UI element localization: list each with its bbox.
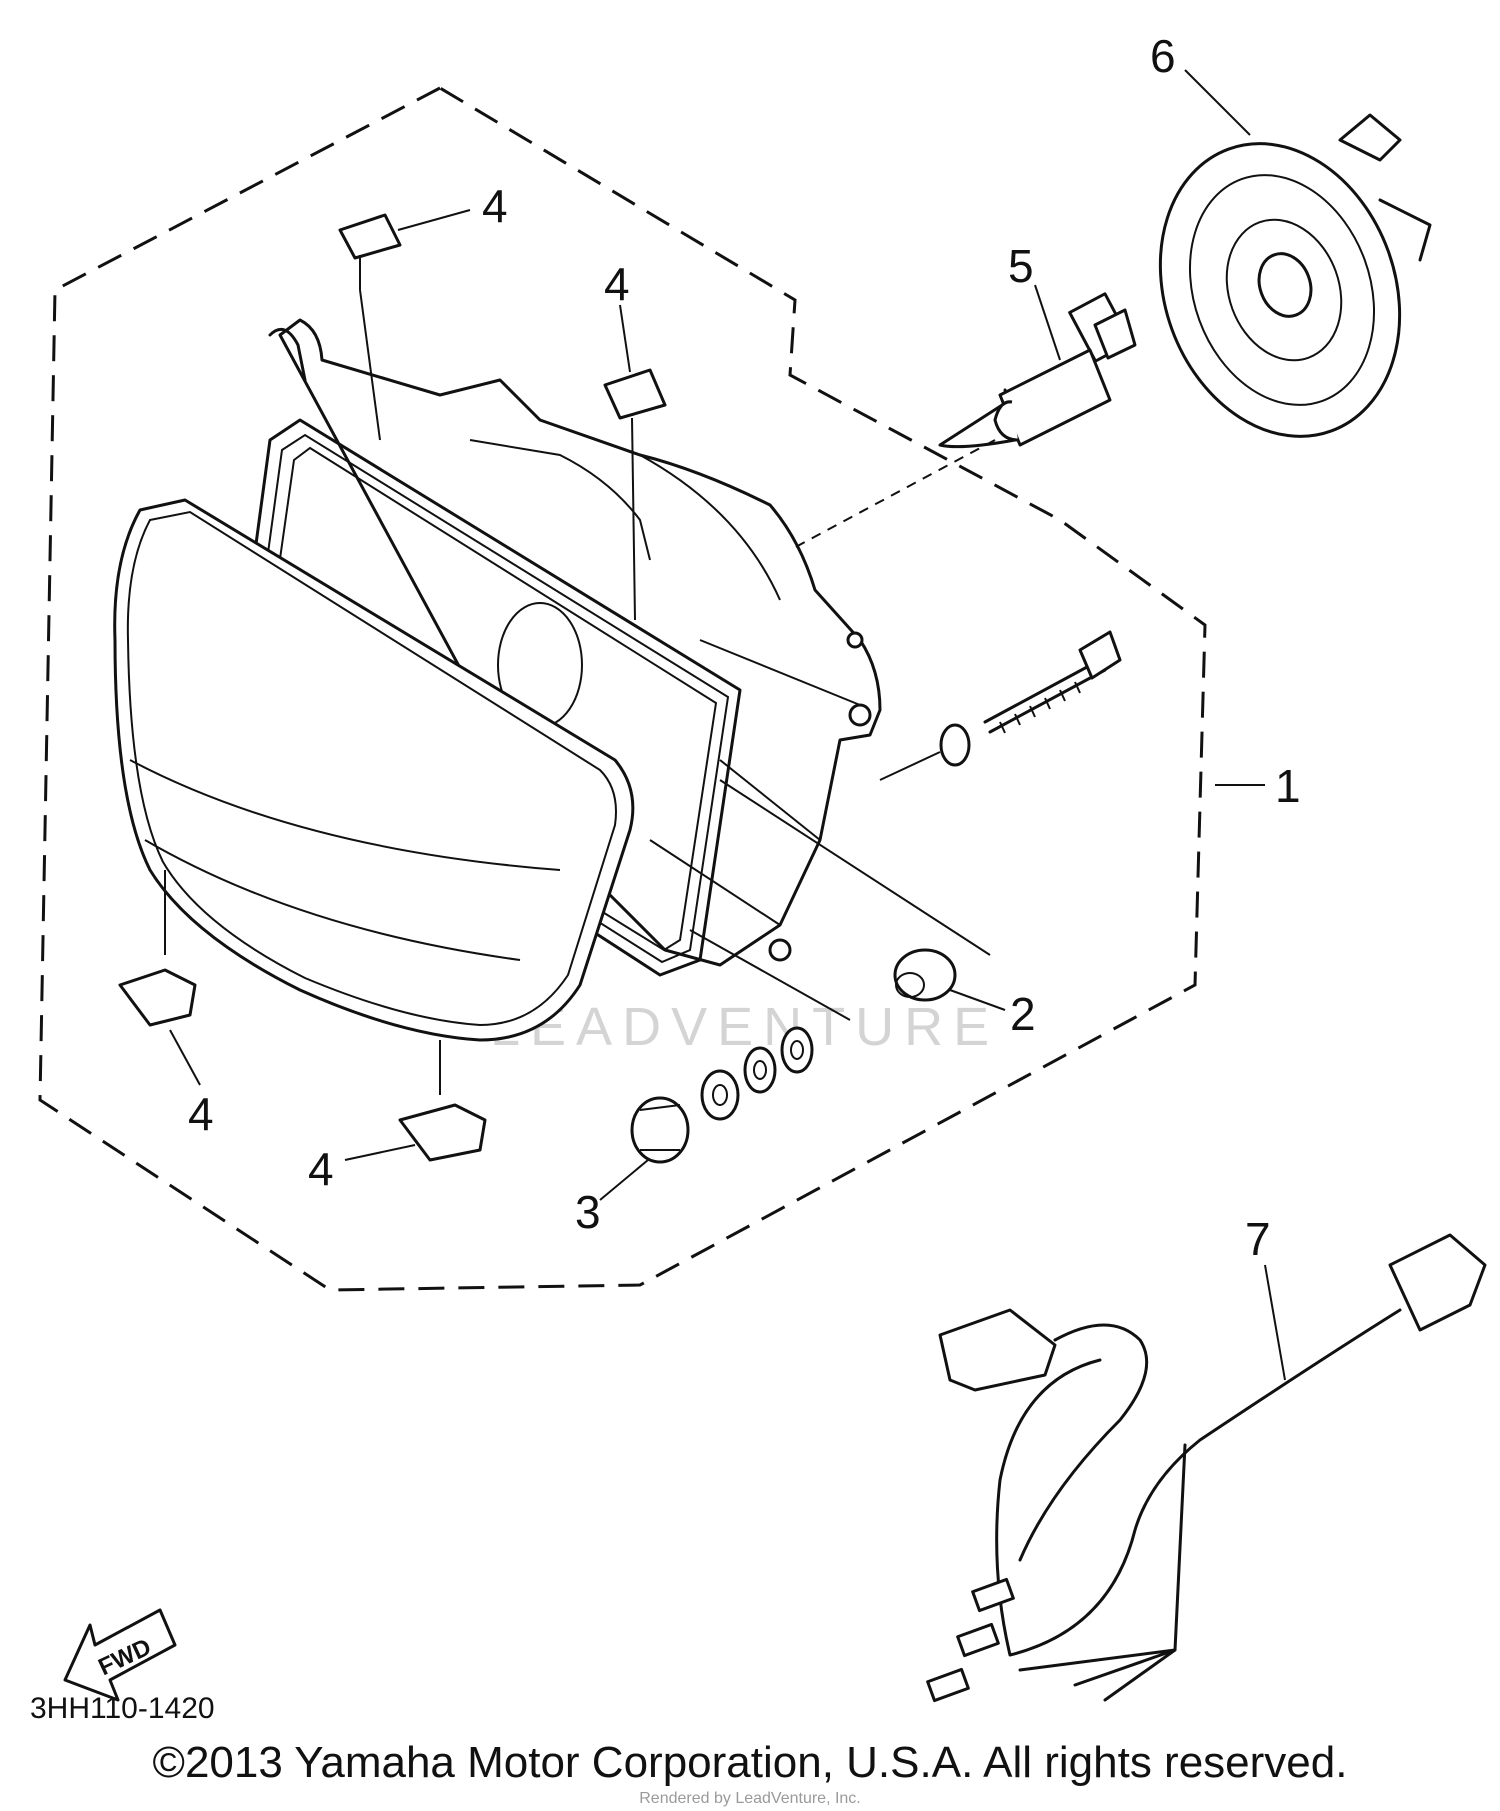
leader-2 (949, 989, 1006, 1011)
leader-4b (619, 304, 631, 373)
leader-5 (1034, 284, 1061, 361)
diagram-code: 3HH110-1420 (30, 1692, 215, 1725)
grommets (700, 1026, 814, 1121)
position-lamp-socket (719, 779, 991, 1002)
callout-6-label: 6 (1150, 30, 1176, 82)
callout-2-label: 2 (1010, 988, 1036, 1040)
copyright-notice: ©2013 Yamaha Motor Corporation, U.S.A. A… (152, 1738, 1348, 1787)
assembly-boundary (38, 86, 1207, 1292)
callout-5-label: 5 (1008, 240, 1034, 292)
leader-4a (397, 209, 471, 231)
clip-4d (398, 1040, 487, 1162)
watermark-text: LEADVENTURE (490, 997, 999, 1057)
leader-6 (1184, 69, 1251, 136)
clip-4a (338, 213, 402, 441)
callout-7-label: 7 (1245, 1213, 1271, 1265)
leader-3 (599, 1159, 649, 1201)
clip-4c (118, 870, 197, 1027)
wire-harness (926, 1233, 1487, 1703)
leader-7 (1264, 1264, 1286, 1381)
callout-4d-label: 4 (308, 1143, 334, 1195)
clip-4b (603, 368, 667, 621)
callout-3-label: 3 (575, 1186, 601, 1238)
mounting-bolt (983, 630, 1122, 734)
washer-leader (879, 751, 941, 781)
callout-4c-label: 4 (188, 1088, 214, 1140)
headlight-lens (113, 498, 635, 1042)
rendered-by-watermark: Rendered by LeadVenture, Inc. (639, 1790, 861, 1807)
callout-1-label: 1 (1275, 760, 1301, 812)
callout-4a-label: 4 (482, 180, 508, 232)
bulb-leader-line (789, 439, 996, 551)
position-bulb (630, 929, 851, 1164)
bulb-socket-cover (1158, 113, 1432, 438)
leader-4c (169, 1029, 201, 1086)
leader-4d (344, 1144, 416, 1161)
callout-4b-label: 4 (604, 258, 630, 310)
forward-direction-arrow: FWD (63, 1608, 177, 1702)
washer (939, 723, 971, 767)
headlight-bulb (938, 292, 1137, 449)
